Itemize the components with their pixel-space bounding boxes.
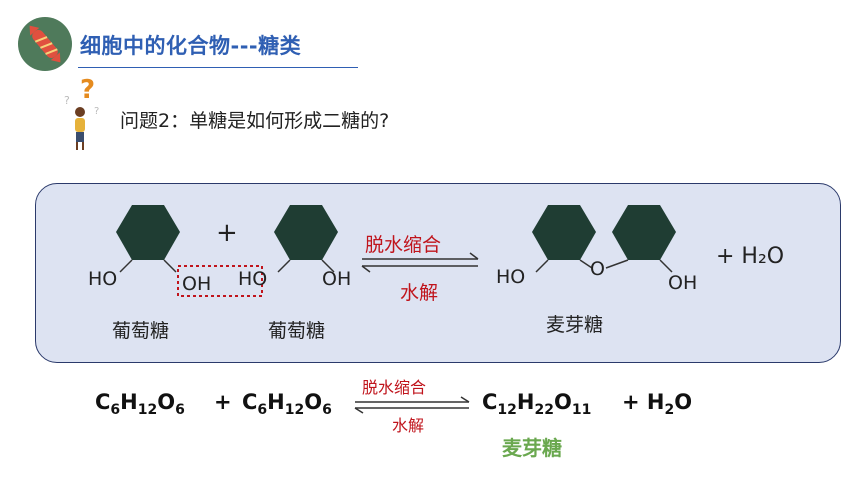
maltose-name: 麦芽糖: [546, 314, 604, 336]
maltose-ring-2: [612, 205, 676, 260]
oh-label-glucose-1: OH: [182, 273, 212, 295]
reverse-reaction-label: 水解: [400, 282, 439, 304]
svg-text:?: ?: [80, 75, 95, 105]
o-bridge-label: O: [590, 258, 605, 280]
equation-reverse-label: 水解: [392, 416, 425, 435]
title-underline: [78, 67, 358, 68]
glucose-name-2: 葡萄糖: [268, 320, 326, 342]
equation-plus: +: [214, 390, 232, 414]
glucose-ring-2: [274, 205, 338, 260]
oh-label-maltose: OH: [668, 272, 698, 294]
dehydration-highlight-box: [177, 265, 263, 297]
glucose-name-1: 葡萄糖: [112, 320, 170, 342]
equation-forward-label: 脱水缩合: [362, 378, 427, 397]
equation-water: + H2O: [622, 390, 693, 419]
svg-text:?: ?: [64, 94, 70, 107]
candy-icon: [29, 25, 61, 63]
equation-product-name: 麦芽糖: [502, 436, 562, 460]
thinking-person-icon: ? ? ?: [64, 75, 99, 150]
equation-product: C12H22O11: [482, 390, 592, 419]
oh-label-glucose-2: OH: [322, 268, 352, 290]
ho-label-maltose: HO: [496, 266, 526, 288]
forward-reaction-label: 脱水缩合: [365, 234, 442, 256]
equation-reactant-2: C6H12O6: [242, 390, 332, 419]
reaction-panel: [35, 183, 841, 363]
svg-text:?: ?: [94, 106, 99, 117]
equation-reactant-1: C6H12O6: [95, 390, 185, 419]
logo-circle: [18, 17, 72, 71]
ho-label-glucose-2: HO: [238, 268, 268, 290]
page-title: 细胞中的化合物---糖类: [80, 34, 302, 58]
glucose-ring-1: [116, 205, 180, 260]
plus-water-label: + H₂O: [716, 244, 785, 269]
question-text: 问题2：单糖是如何形成二糖的?: [120, 110, 390, 132]
plus-sign: +: [216, 218, 238, 248]
maltose-ring-1: [532, 205, 596, 260]
ho-label-glucose-1: HO: [88, 268, 118, 290]
